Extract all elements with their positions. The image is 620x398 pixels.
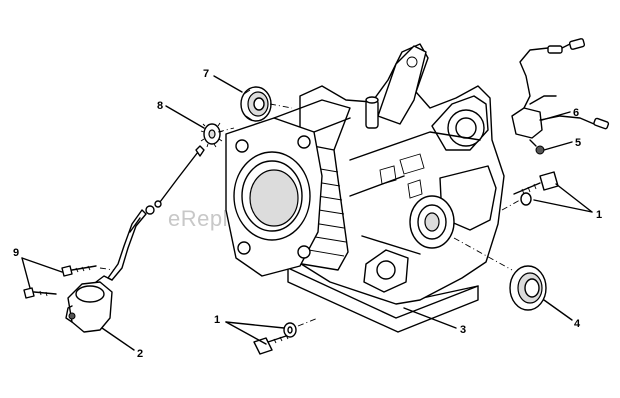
oil-seal-upper [240, 86, 272, 122]
callout-7: 7 [203, 68, 209, 80]
callout-3: 3 [460, 324, 466, 336]
oil-sensor [511, 38, 610, 139]
bolt-9-lower [23, 287, 57, 299]
callout-labels: 7 8 6 5 1 4 3 2 9 1 [13, 68, 602, 360]
leader-lines [21, 75, 593, 351]
ignition-coil [65, 275, 113, 333]
callout-4: 4 [574, 318, 581, 330]
callout-5: 5 [575, 137, 581, 149]
callout-9: 9 [13, 247, 19, 259]
callout-2: 2 [137, 348, 143, 360]
callout-1-bottom: 1 [214, 314, 220, 326]
governor-gear [200, 122, 224, 148]
bolt-1-bottom [253, 322, 297, 355]
cylinder-block [225, 99, 351, 277]
callout-1-right: 1 [596, 209, 602, 221]
oil-seal-right [509, 265, 547, 311]
screw-5 [529, 139, 545, 155]
callout-6: 6 [573, 107, 579, 119]
governor-shaft [145, 145, 205, 215]
dipstick-tube [107, 209, 147, 281]
bolt-9-upper [61, 265, 97, 277]
alignment-lines [99, 103, 521, 327]
callout-8: 8 [157, 100, 163, 112]
